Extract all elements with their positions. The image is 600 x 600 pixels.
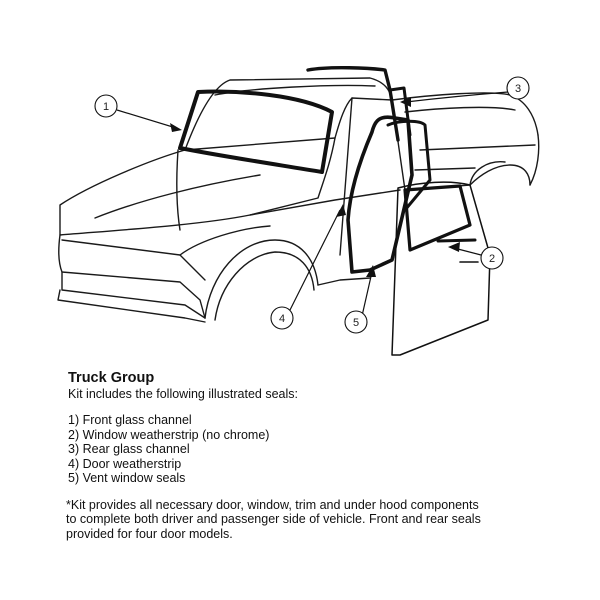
list-item: 3) Rear glass channel: [68, 442, 190, 457]
callout-arrowheads: [170, 97, 460, 277]
list-item: 5) Vent window seals: [68, 471, 186, 486]
list-item: 2) Window weatherstrip (no chrome): [68, 427, 270, 442]
list-item: 1) Front glass channel: [68, 413, 192, 427]
seal-vent-window: [386, 119, 432, 212]
callout-4-label: 4: [279, 313, 285, 325]
callout-4: 4: [270, 306, 294, 330]
callout-2-label: 2: [489, 253, 495, 265]
kit-note: *Kit provides all necessary door, window…: [66, 497, 481, 541]
caption-intro: Kit includes the following illustrated s…: [68, 387, 298, 401]
seal-highlights: [178, 65, 491, 356]
seal-front-glass-channel: [178, 89, 334, 174]
seal-window-weatherstrip: [403, 184, 472, 252]
callout-5: 5: [344, 310, 368, 334]
truck-illustration: 1 2 3 4 5: [57, 65, 540, 356]
callout-3-label: 3: [515, 83, 521, 95]
list-item: 4) Door weatherstrip: [68, 456, 182, 471]
callout-1-label: 1: [103, 101, 109, 113]
callout-leaders: [116, 91, 509, 317]
callout-5-label: 5: [353, 317, 359, 329]
caption-block: Truck Group Kit includes the following i…: [66, 370, 578, 541]
seal-rear-glass-channel: [306, 65, 400, 142]
seal-list: 1) Front glass channel 2) Window weather…: [68, 413, 578, 486]
seal-door-weatherstrip: [346, 115, 414, 274]
caption-title: Truck Group: [68, 370, 155, 386]
callout-1: 1: [94, 94, 118, 118]
door-panel: [391, 181, 491, 356]
truck-body-outline: [57, 77, 540, 323]
callout-2: 2: [480, 246, 504, 270]
callout-3: 3: [506, 76, 530, 100]
